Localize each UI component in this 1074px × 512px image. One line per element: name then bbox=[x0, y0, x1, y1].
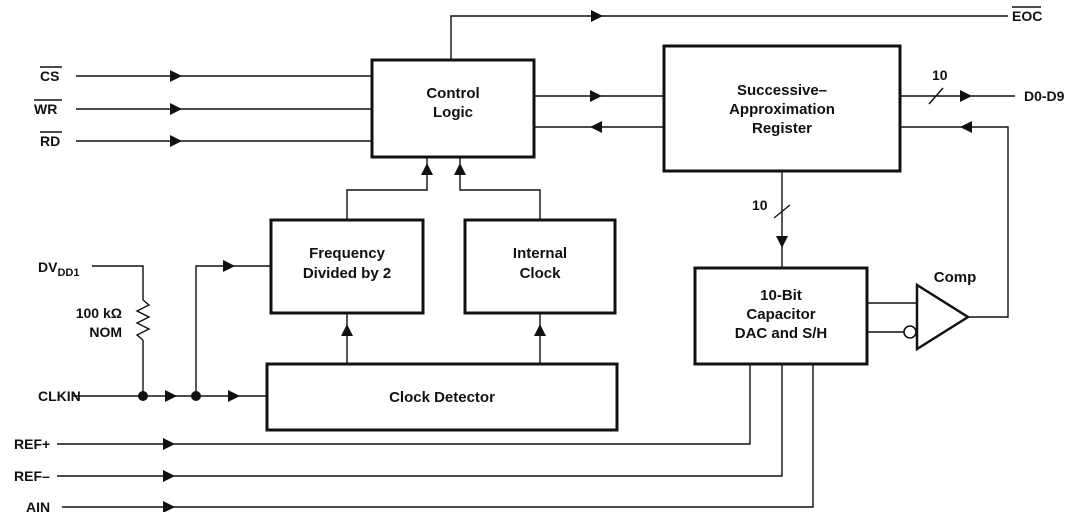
pin-wr: WR bbox=[34, 99, 372, 117]
frequency-divider-block: Frequency Divided by 2 bbox=[269, 218, 425, 315]
sar-block: Successive– Approximation Register bbox=[662, 44, 902, 173]
clock-detector-block: Clock Detector bbox=[265, 362, 619, 432]
resistor-tolerance-label: NOM bbox=[89, 324, 122, 340]
pin-ref-minus: REF– bbox=[14, 364, 783, 484]
clock-detector-to-freq-div bbox=[341, 313, 353, 364]
internal-clock-block: Internal Clock bbox=[463, 218, 617, 315]
sar-to-dac-bus: 10 bbox=[752, 171, 791, 268]
arrow-rd bbox=[170, 135, 182, 147]
control-logic-label-2: Logic bbox=[433, 104, 473, 121]
dac-label-3: DAC and S/H bbox=[735, 325, 828, 342]
resistor-value-label: 100 kΩ bbox=[76, 305, 122, 321]
comparator-feedback bbox=[900, 121, 1009, 318]
pin-ref-plus-label: REF+ bbox=[14, 436, 50, 452]
clock-detector-label: Clock Detector bbox=[389, 389, 495, 406]
pin-cs-label: CS bbox=[40, 68, 59, 84]
sar-to-control bbox=[534, 121, 664, 133]
pin-ain: AIN bbox=[26, 364, 814, 512]
sar-label-1: Successive– bbox=[737, 82, 827, 99]
internal-clock-label-2: Clock bbox=[520, 265, 562, 282]
data-bus-width-label: 10 bbox=[932, 67, 948, 83]
pin-cs: CS bbox=[40, 66, 372, 84]
dvdd-supply: DVDD1 100 kΩ NOM bbox=[38, 259, 151, 396]
pin-rd-label: RD bbox=[40, 133, 60, 149]
eoc-output: EOC bbox=[450, 6, 1042, 60]
pin-data-out-label: D0-D9 bbox=[1024, 88, 1065, 104]
pin-ref-minus-label: REF– bbox=[14, 468, 50, 484]
comparator: Comp bbox=[903, 269, 977, 352]
pin-wr-label: WR bbox=[34, 101, 57, 117]
inverting-input-bubble bbox=[903, 325, 917, 339]
control-logic-label-1: Control bbox=[426, 85, 479, 102]
dac-label-2: Capacitor bbox=[746, 306, 815, 323]
pullup-resistor bbox=[135, 299, 151, 341]
control-to-sar bbox=[534, 90, 664, 102]
internal-clock-label-1: Internal bbox=[513, 245, 567, 262]
arrow-wr bbox=[170, 103, 182, 115]
freq-div-label-1: Frequency bbox=[309, 245, 386, 262]
dac-label-1: 10-Bit bbox=[760, 287, 802, 304]
clkin-input: CLKIN bbox=[38, 260, 271, 404]
dac-bus-width-label: 10 bbox=[752, 197, 768, 213]
internal-clock-to-control bbox=[454, 157, 541, 220]
clock-detector-to-internal-clock bbox=[534, 313, 546, 364]
pin-ref-plus: REF+ bbox=[14, 364, 751, 452]
pin-rd: RD bbox=[40, 131, 372, 149]
arrow-eoc bbox=[591, 10, 603, 22]
pin-dvdd-label: DVDD1 bbox=[38, 259, 79, 279]
pin-ain-label: AIN bbox=[26, 499, 50, 512]
freq-div-label-2: Divided by 2 bbox=[303, 265, 391, 282]
pin-clkin-label: CLKIN bbox=[38, 388, 81, 404]
sar-label-3: Register bbox=[752, 120, 812, 137]
pin-eoc-label: EOC bbox=[1012, 8, 1042, 24]
data-output-bus: 10 D0-D9 bbox=[900, 67, 1065, 105]
freq-div-to-control bbox=[346, 157, 433, 220]
dac-block: 10-Bit Capacitor DAC and S/H bbox=[693, 266, 869, 366]
sar-label-2: Approximation bbox=[729, 101, 835, 118]
control-logic-block: Control Logic bbox=[370, 58, 536, 159]
arrow-cs bbox=[170, 70, 182, 82]
dac-to-comparator bbox=[867, 302, 917, 333]
comparator-label: Comp bbox=[934, 269, 977, 286]
